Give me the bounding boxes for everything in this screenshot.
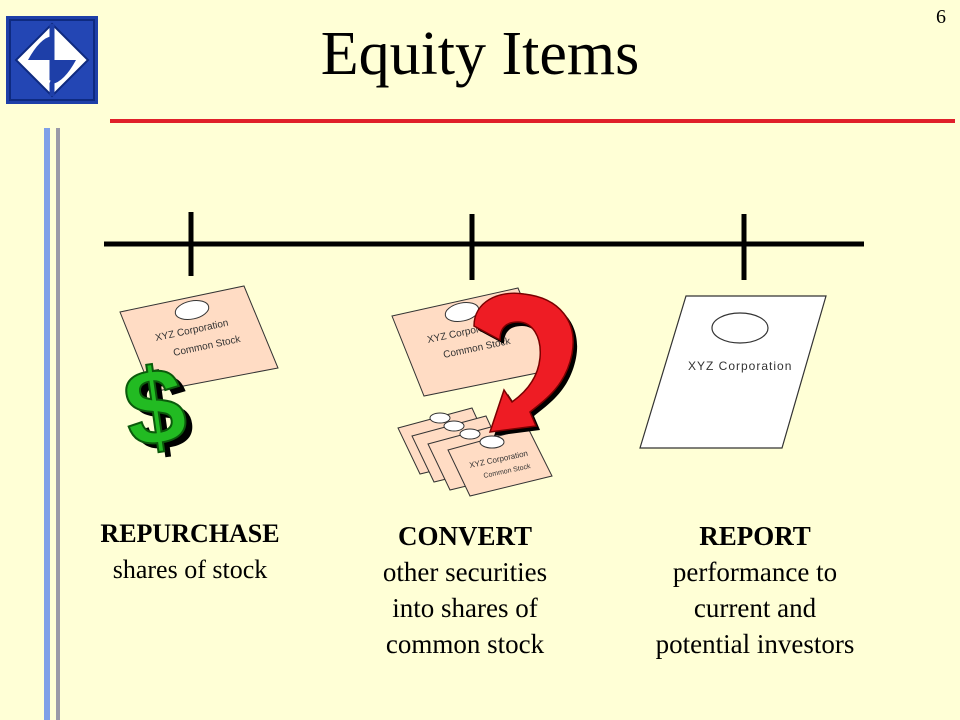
page-number: 6 (936, 6, 946, 28)
certificate-stack: XYZ Corporation Common Stock (397, 407, 553, 497)
slide-title: Equity Items (320, 20, 640, 88)
logo (6, 16, 98, 104)
caption-repurchase: REPURCHASE shares of stock (70, 516, 310, 588)
convert-arrow-icon (473, 292, 578, 436)
title-divider (110, 119, 955, 123)
caption-report: REPORT performance to current and potent… (620, 518, 890, 662)
caption-line: performance to (672, 557, 838, 587)
left-accent-bar (44, 128, 50, 720)
caption-line: potential investors (655, 629, 855, 659)
certificate-company: XYZ Corporation (688, 359, 792, 373)
caption-line: other securities (382, 557, 548, 587)
caption-heading: REPORT (699, 521, 811, 551)
caption-heading: CONVERT (397, 521, 533, 551)
caption-convert: CONVERT other securities into shares of … (330, 518, 600, 662)
caption-line: shares of stock (112, 555, 268, 584)
caption-line: into shares of (392, 593, 538, 623)
caption-heading: REPURCHASE (100, 519, 280, 548)
caption-line: common stock (385, 629, 545, 659)
certificate-report: XYZ Corporation (639, 295, 827, 449)
left-accent-bar-secondary (56, 128, 60, 720)
caption-line: current and (693, 593, 817, 623)
certificate-repurchase: XYZ Corporation Common Stock (119, 285, 279, 393)
timeline (104, 212, 864, 280)
